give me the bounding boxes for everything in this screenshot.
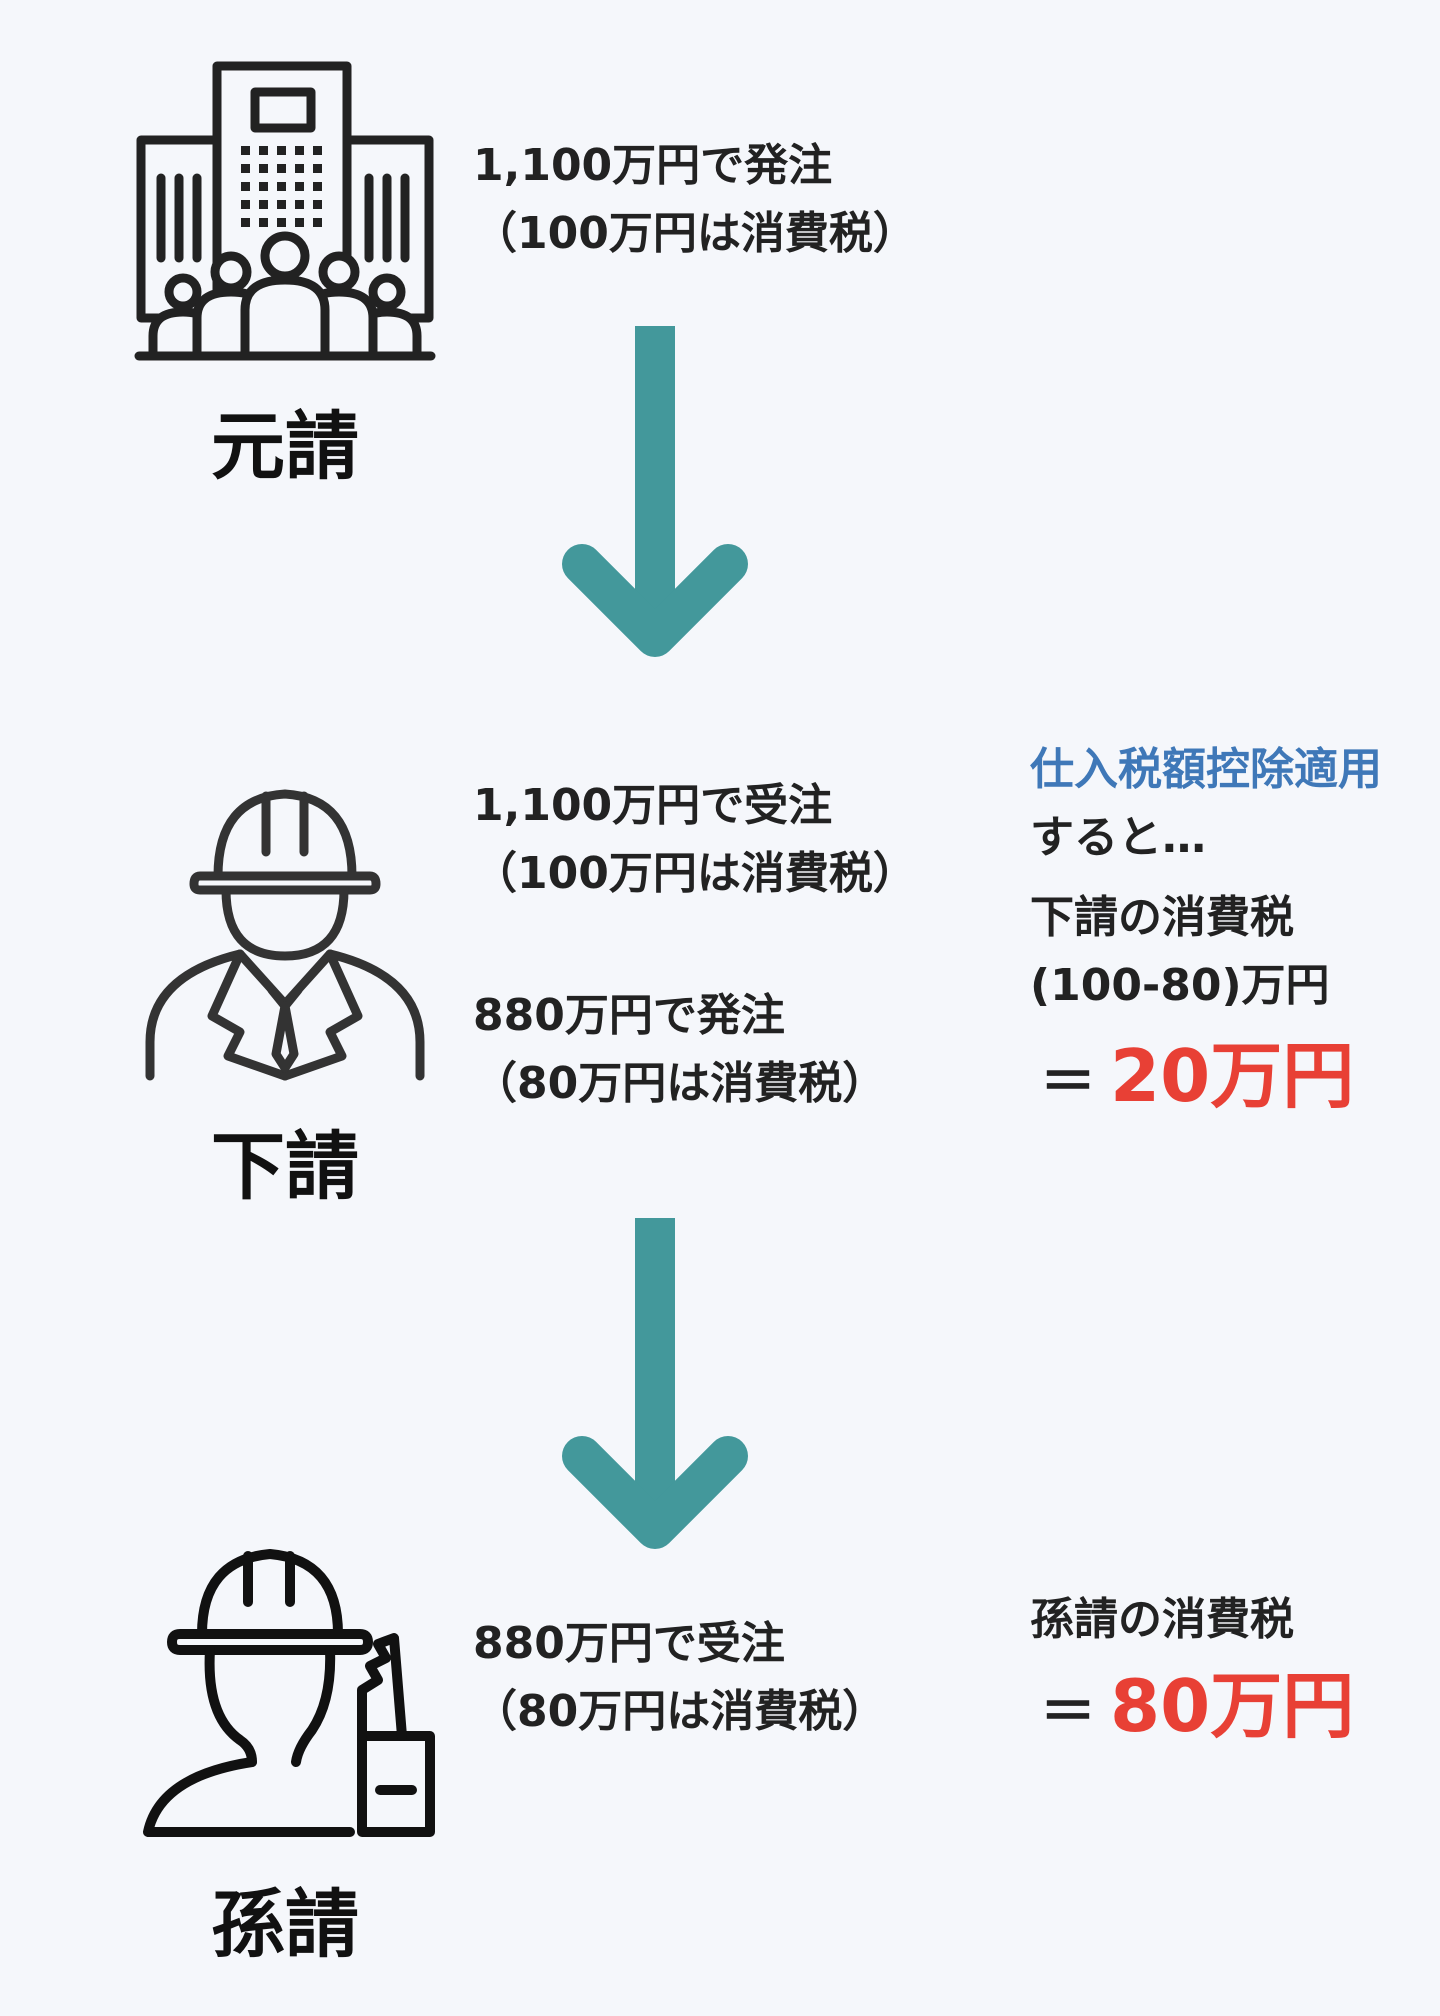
subcontractor-tax-value: 20万円: [1110, 1034, 1355, 1118]
contractor-order-amount: 1,100万円で発注: [473, 140, 833, 191]
second-subcontractor-tax-label: 孫請の消費税: [1030, 1594, 1294, 1645]
hard-hat-worker-icon: [140, 780, 430, 1081]
subcontractor-label: 下請: [211, 1124, 359, 1210]
flow-arrow-down: [560, 1214, 750, 1564]
subcontractor-order-tax: （80万円は消費税）: [473, 1058, 887, 1109]
second-subcontractor-receive-amount: 880万円で受注: [473, 1618, 785, 1669]
subcontractor-tax-label: 下請の消費税: [1030, 892, 1294, 943]
contractor-order-tax: （100万円は消費税）: [473, 208, 917, 259]
flow-arrow-down: [560, 322, 750, 672]
equals-sign: ＝: [1040, 1680, 1096, 1745]
subcontractor-receive-tax: （100万円は消費税）: [473, 848, 917, 899]
contractor-label: 元請: [211, 404, 359, 490]
office-building-people-icon: [134, 60, 436, 361]
subcontractor-tax-formula: (100-80)万円: [1030, 960, 1330, 1011]
input-tax-credit-suffix: すると…: [1030, 812, 1206, 863]
subcontractor-tax-result: ＝20万円: [1040, 1040, 1354, 1112]
second-subcontractor-tax-result: ＝80万円: [1040, 1670, 1354, 1742]
subcontractor-order-amount: 880万円で発注: [473, 990, 785, 1041]
input-tax-credit-heading: 仕入税額控除適用: [1030, 744, 1382, 795]
second-subcontractor-tax-value: 80万円: [1110, 1664, 1355, 1748]
subcontractor-receive-amount: 1,100万円で受注: [473, 780, 833, 831]
second-subcontractor-label: 孫請: [211, 1882, 359, 1968]
equals-sign: ＝: [1040, 1050, 1096, 1115]
worker-with-saw-icon: [140, 1540, 440, 1840]
second-subcontractor-receive-tax: （80万円は消費税）: [473, 1686, 887, 1737]
